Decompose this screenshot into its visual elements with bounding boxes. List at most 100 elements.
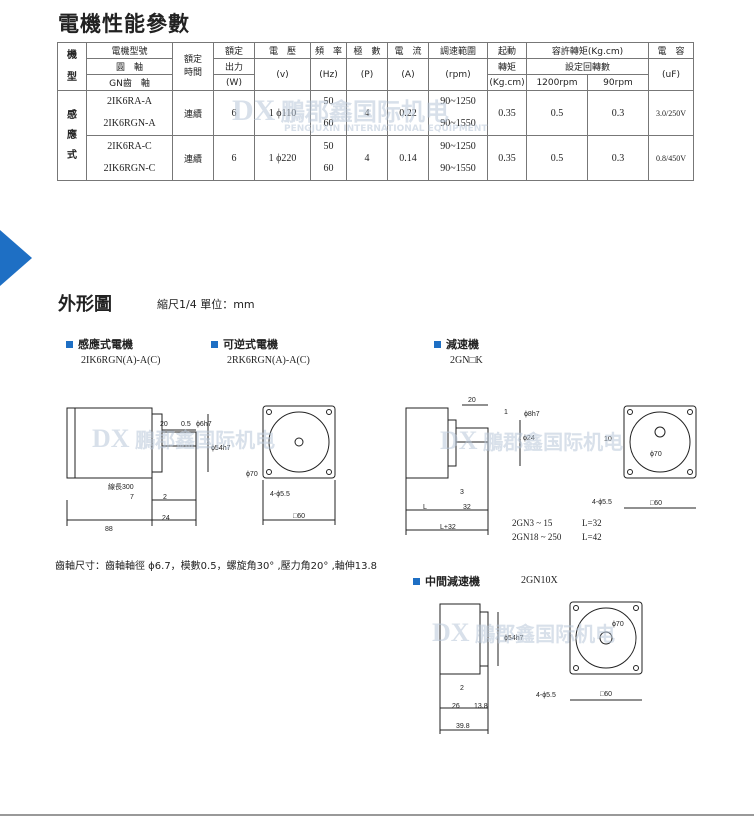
speed-c-50: 90~1250 xyxy=(440,141,476,152)
dim-mf-sq: □60 xyxy=(293,513,305,520)
square-bullet-icon xyxy=(413,577,420,585)
gearbox-body xyxy=(405,407,449,479)
gear-shaft-note: 齒軸尺寸：齒軸軸徑 ϕ6.7，模數0.5，螺旋角30° ,壓力角20° ,軸伸1… xyxy=(55,561,378,572)
dim-inter-26: 26 xyxy=(452,703,460,710)
dim-mf-holes: 4-ϕ5.5 xyxy=(270,491,290,498)
voltage-a: 1 ϕ110 xyxy=(254,90,311,136)
mount-hole xyxy=(687,409,693,415)
dim-if-holes: 4-ϕ5.5 xyxy=(536,692,556,699)
time-c: 連續 xyxy=(172,135,214,181)
mount-hole xyxy=(573,605,579,611)
table-row: 2IK6RA-C 2IK6RGN-C xyxy=(86,135,173,181)
mount-hole xyxy=(687,469,693,475)
table-row: 2IK6RA-A 2IK6RGN-A xyxy=(86,90,173,136)
square-bullet-icon xyxy=(66,340,73,348)
motor-front-circle xyxy=(268,411,330,473)
header-current-unit: (A) xyxy=(387,58,429,91)
dim-motor-05: 0.5 xyxy=(181,421,191,428)
header-90rpm: 90rpm xyxy=(587,74,649,91)
motor-shaft xyxy=(161,431,197,447)
motor-side-drawing xyxy=(66,407,209,526)
dim-gf-holes: 4-ϕ5.5 xyxy=(592,499,612,506)
gear-range-1-value: L=32 xyxy=(582,518,602,528)
model-intermediate: 2GN10X xyxy=(521,575,558,586)
cap-a: 3.0/250V xyxy=(648,90,694,136)
gear-length-table: 2GN3 ~ 15 L=32 2GN18 ~ 250 L=42 xyxy=(512,518,602,542)
dim-motor-7: 7 xyxy=(130,494,134,501)
header-type-2: 型 xyxy=(67,71,77,83)
gearbox-front-shaft xyxy=(654,426,666,438)
t90-a: 0.3 xyxy=(587,90,649,136)
square-bullet-icon xyxy=(211,340,218,348)
freq-c-60: 60 xyxy=(323,163,334,174)
intermediate-front-circle xyxy=(575,607,637,669)
freq-a-50: 50 xyxy=(323,96,334,107)
model-c-round: 2IK6RA-C xyxy=(107,141,152,152)
section-arrow-icon xyxy=(0,230,32,286)
dim-inter-54h7: ϕ54h7 xyxy=(504,635,524,642)
gearbox-shaft xyxy=(455,427,489,443)
mount-hole xyxy=(627,409,633,415)
dim-motor-88: 88 xyxy=(105,526,113,533)
intermediate-front-hub xyxy=(599,631,613,645)
model-induction: 2IK6RGN(A)-A(C) xyxy=(81,355,161,366)
intermediate-body xyxy=(439,603,481,675)
type-label-3: 式 xyxy=(67,149,77,161)
section-title: 外形圖 xyxy=(58,294,112,315)
gear-range-1: 2GN3 ~ 15 xyxy=(512,518,553,528)
freq-a-60: 60 xyxy=(323,118,334,129)
time-a: 連續 xyxy=(172,90,214,136)
gearbox-side-drawing xyxy=(405,404,521,535)
label-reversible: 可逆式電機 xyxy=(211,336,278,352)
dim-gear-L: L xyxy=(423,504,427,511)
dim-gear-3: 3 xyxy=(460,489,464,496)
dim-motor-2: 2 xyxy=(163,494,167,501)
dim-gear-24: ϕ24 xyxy=(523,435,535,442)
type-label-1: 感 xyxy=(67,109,77,121)
intermediate-flange xyxy=(479,611,489,667)
mount-hole xyxy=(633,605,639,611)
speed-a-50: 90~1250 xyxy=(440,96,476,107)
model-gearbox: 2GN□K xyxy=(450,355,483,366)
label-intermediate: 中間減速機 xyxy=(413,573,480,589)
gearbox-front-square xyxy=(623,405,697,479)
model-reversible: 2RK6RGN(A)-A(C) xyxy=(227,355,310,366)
type-label-2: 應 xyxy=(67,129,77,141)
label-intermediate-text: 中間減速機 xyxy=(425,575,480,588)
motor-body xyxy=(66,407,153,479)
output-c: 6 xyxy=(213,135,255,181)
mount-hole xyxy=(266,409,272,415)
header-rated-time-text: 額定時間 xyxy=(183,54,202,78)
mount-hole xyxy=(633,665,639,671)
dim-if-70: ϕ70 xyxy=(612,621,624,628)
gearbox-front-circle xyxy=(629,411,691,473)
output-a: 6 xyxy=(213,90,255,136)
dim-gf-70: ϕ70 xyxy=(650,451,662,458)
gearbox-flange xyxy=(447,419,457,467)
intermediate-front-drawing xyxy=(569,601,643,701)
cap-c: 0.8/450V xyxy=(648,135,694,181)
mount-hole xyxy=(266,469,272,475)
header-rated-time: 額定時間 xyxy=(172,42,214,91)
label-induction-text: 感應式電機 xyxy=(78,338,133,351)
voltage-c: 1 ϕ220 xyxy=(254,135,311,181)
model-a-gn: 2IK6RGN-A xyxy=(103,118,156,129)
dim-motor-54h7: ϕ54h7 xyxy=(211,445,231,452)
dim-inter-2: 2 xyxy=(460,685,464,692)
dim-gear-L32: L+32 xyxy=(440,524,456,531)
poles-c: 4 xyxy=(346,135,388,181)
label-induction: 感應式電機 xyxy=(66,336,133,352)
label-gearbox: 減速機 xyxy=(434,336,479,352)
dim-inter-398: 39.8 xyxy=(456,723,470,730)
dim-motor-20: 20 xyxy=(160,421,168,428)
label-gearbox-text: 減速機 xyxy=(446,338,479,351)
speed-c-60: 90~1550 xyxy=(440,163,476,174)
motor-front-shaft xyxy=(294,437,304,447)
dim-gf-10: 10 xyxy=(604,436,612,443)
dim-if-sq: □60 xyxy=(600,691,612,698)
speed-c: 90~1250 90~1550 xyxy=(428,135,488,181)
speed-a-60: 90~1550 xyxy=(440,118,476,129)
header-type-1: 機 xyxy=(67,49,77,61)
header-type: 機 型 xyxy=(57,42,87,91)
